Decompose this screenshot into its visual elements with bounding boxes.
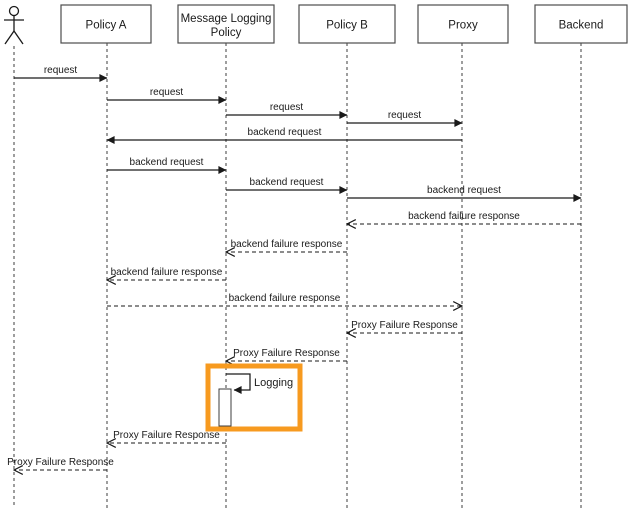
message-label: Proxy Failure Response (7, 457, 114, 468)
message-label: backend request (130, 157, 204, 168)
message-label: request (388, 110, 422, 121)
message-label: request (270, 102, 304, 113)
participant-label-proxy: Proxy (448, 20, 478, 32)
highlight-box (205, 363, 303, 432)
message-label: backend failure response (229, 293, 341, 304)
participant-box-policy-b (298, 4, 396, 44)
participant-box-policy-a (60, 4, 152, 44)
self-message-arrow (226, 373, 251, 394)
activation-bar (218, 388, 232, 427)
participant-box-proxy (417, 4, 509, 44)
actor-icon (4, 5, 24, 45)
message-label: backend request (248, 127, 322, 138)
message-label: Proxy Failure Response (233, 348, 340, 359)
participant-label-policy-a: Policy A (86, 20, 127, 32)
message-label: backend request (250, 177, 324, 188)
message-label: request (150, 87, 184, 98)
participant-box-backend (534, 4, 628, 44)
message-label: backend failure response (111, 267, 223, 278)
message-label: backend failure response (408, 211, 520, 222)
message-label: backend failure response (231, 239, 343, 250)
message-label: backend request (427, 185, 501, 196)
message-label: Proxy Failure Response (113, 430, 220, 441)
self-message-label: Logging (254, 377, 293, 389)
message-label: Proxy Failure Response (351, 320, 458, 331)
participant-label-policy-b: Policy B (326, 20, 368, 32)
participant-label-backend: Backend (559, 20, 604, 32)
message-label: request (44, 65, 78, 76)
participant-box-message-logging-policy (177, 4, 275, 44)
